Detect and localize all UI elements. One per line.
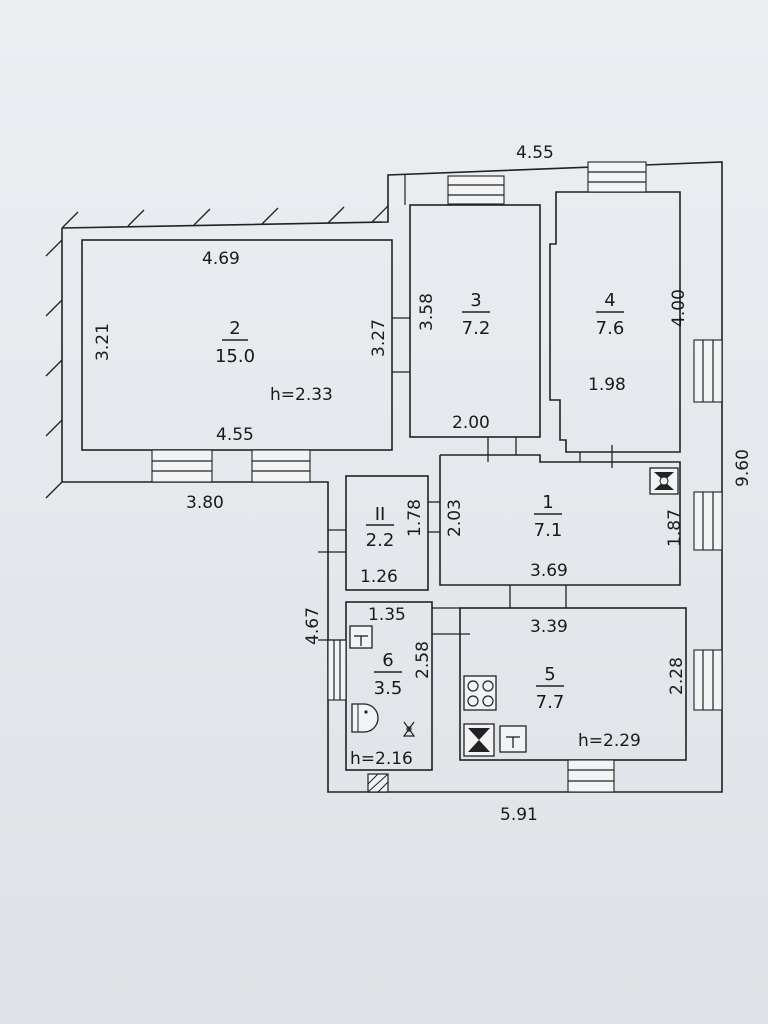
dim-step-width: 3.80 (186, 493, 224, 513)
outer-dimensions: 4.55 9.60 5.91 4.67 3.80 (186, 143, 753, 825)
room-number: 6 (382, 650, 393, 671)
room-1-outline (439, 454, 681, 586)
window (587, 161, 647, 193)
room-number: 1 (542, 492, 553, 513)
room-2: 2 15.0 h=2.33 4.69 3.27 3.21 4.55 (93, 249, 389, 445)
room-number: 2 (229, 318, 240, 339)
dim-room-1-bottom: 3.69 (530, 561, 568, 581)
room-3: 3 7.2 3.58 2.00 (417, 290, 490, 433)
shower-icon (402, 721, 416, 737)
room-area: 7.1 (534, 520, 563, 541)
window (327, 639, 347, 701)
boiler-icon (649, 467, 679, 495)
dim-room-3-side: 3.58 (417, 293, 437, 331)
window (151, 449, 213, 483)
room-height: h=2.33 (270, 385, 333, 405)
dim-right-length: 9.60 (733, 449, 753, 487)
room-number: 3 (470, 290, 481, 311)
room-area: 2.2 (366, 530, 395, 551)
window (693, 339, 723, 403)
dim-room-2-top: 4.69 (202, 249, 240, 269)
room-3-outline (409, 204, 541, 438)
dim-bottom-width: 5.91 (500, 805, 538, 825)
room-area: 7.6 (596, 318, 625, 339)
room-number: II (375, 504, 386, 525)
window (693, 649, 723, 711)
room-height: h=2.29 (578, 731, 641, 751)
dim-room-2-right: 3.27 (369, 319, 389, 357)
stove-icon (463, 675, 497, 711)
washbasin-icon (349, 625, 373, 649)
exterior-hatch (45, 205, 389, 499)
room-5: 5 7.7 h=2.29 3.39 2.28 (530, 617, 687, 751)
dim-room-2-left: 3.21 (93, 323, 113, 361)
room-II: II 2.2 1.78 1.26 (360, 499, 425, 587)
boiler-icon (463, 723, 495, 757)
dim-room-6-side: 2.58 (413, 641, 433, 679)
dim-room-1-left: 2.03 (445, 499, 465, 537)
dim-room-1-right: 1.87 (665, 509, 685, 547)
room-area: 7.2 (462, 318, 491, 339)
dim-room-II-bottom: 1.26 (360, 567, 398, 587)
door-marks (318, 317, 613, 641)
dim-room-3-bottom: 2.00 (452, 413, 490, 433)
sink-icon (499, 725, 527, 753)
floor-hatch (367, 773, 389, 793)
dim-room-5-side: 2.28 (667, 657, 687, 695)
room-height: h=2.16 (350, 749, 413, 769)
room-number: 5 (544, 664, 555, 685)
room-4-outline (549, 191, 681, 453)
dim-room-II-side: 1.78 (405, 499, 425, 537)
dim-room-4-width: 1.98 (588, 375, 626, 395)
room-4: 4 7.6 4.00 1.98 (588, 289, 689, 395)
windows (151, 161, 723, 793)
room-number: 4 (604, 290, 615, 311)
room-2-outline (81, 239, 393, 451)
room-1: 1 7.1 2.03 1.87 3.69 (445, 492, 685, 581)
toilet-icon (351, 703, 379, 733)
window (567, 759, 615, 793)
window (693, 491, 723, 551)
room-II-outline (345, 475, 429, 591)
dim-room-5-top: 3.39 (530, 617, 568, 637)
room-area: 15.0 (215, 346, 255, 367)
dim-room-6-top: 1.35 (368, 605, 406, 625)
room-area: 3.5 (374, 678, 403, 699)
dim-room-4-side: 4.00 (669, 289, 689, 327)
window (251, 449, 311, 483)
dim-room-2-bottom: 4.55 (216, 425, 254, 445)
room-6: 6 3.5 h=2.16 1.35 2.58 (350, 605, 433, 769)
dim-top-width: 4.55 (516, 143, 554, 163)
window (447, 175, 505, 205)
dim-left-lower: 4.67 (303, 607, 323, 645)
room-area: 7.7 (536, 692, 565, 713)
